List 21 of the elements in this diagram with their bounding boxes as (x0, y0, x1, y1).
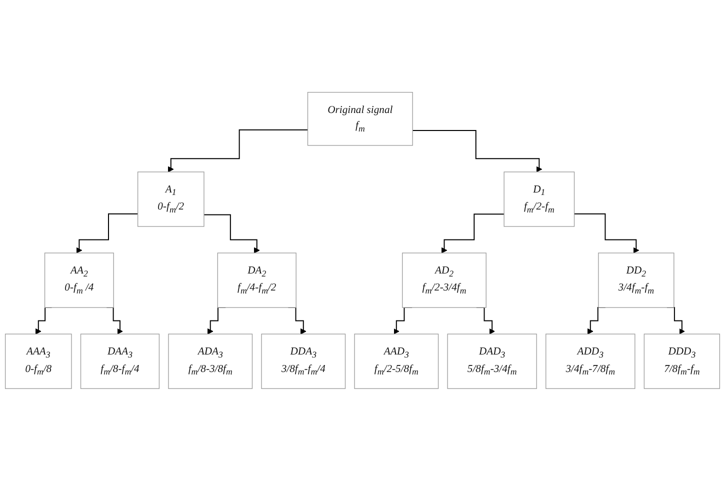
arrow (441, 213, 505, 253)
node-box: AA$_{2}$ 0-f$_{m}$ /4 (44, 252, 114, 308)
node-box: AD$_{2}$ f$_{m}$/2-3/4f$_{m}$ (402, 252, 486, 308)
node-box: DDD$_{3}$ 7/8f$_{m}$-f$_{m}$ (644, 333, 720, 388)
arrow (412, 130, 542, 172)
node-box: Original signal f$_{m}$ (307, 92, 413, 146)
node-box: A$_{1}$ 0-f$_{m}$/2 (137, 171, 204, 226)
arrow (168, 128, 308, 172)
node-box: D$_{1}$ f$_{m}$/2-f$_{m}$ (504, 171, 575, 226)
arrow (574, 212, 640, 253)
node-box: DAD$_{3}$ 5/8f$_{m}$-3/4f$_{m}$ (447, 333, 537, 388)
node-box: DA$_{2}$ f$_{m}$/4-f$_{m}$/2 (217, 252, 296, 308)
node-box: DD$_{2}$ 3/4f$_{m}$-f$_{m}$ (598, 252, 674, 308)
node-box: AAD$_{3}$ f$_{m}$/2-5/8f$_{m}$ (354, 333, 439, 388)
node-box: AAA$_{3}$ 0-f$_{m}$/8 (4, 333, 72, 388)
arrow (203, 214, 260, 253)
node-box: ADA$_{3}$ f$_{m}$/8-3/8f$_{m}$ (168, 333, 253, 388)
arrow (76, 212, 138, 253)
node-box: ADD$_{3}$ 3/4f$_{m}$-7/8f$_{m}$ (546, 333, 636, 388)
node-box: DDA$_{3}$ 3/8f$_{m}$-f$_{m}$/4 (261, 333, 346, 388)
node-box: DAA$_{3}$ f$_{m}$/8-f$_{m}$/4 (80, 333, 160, 388)
